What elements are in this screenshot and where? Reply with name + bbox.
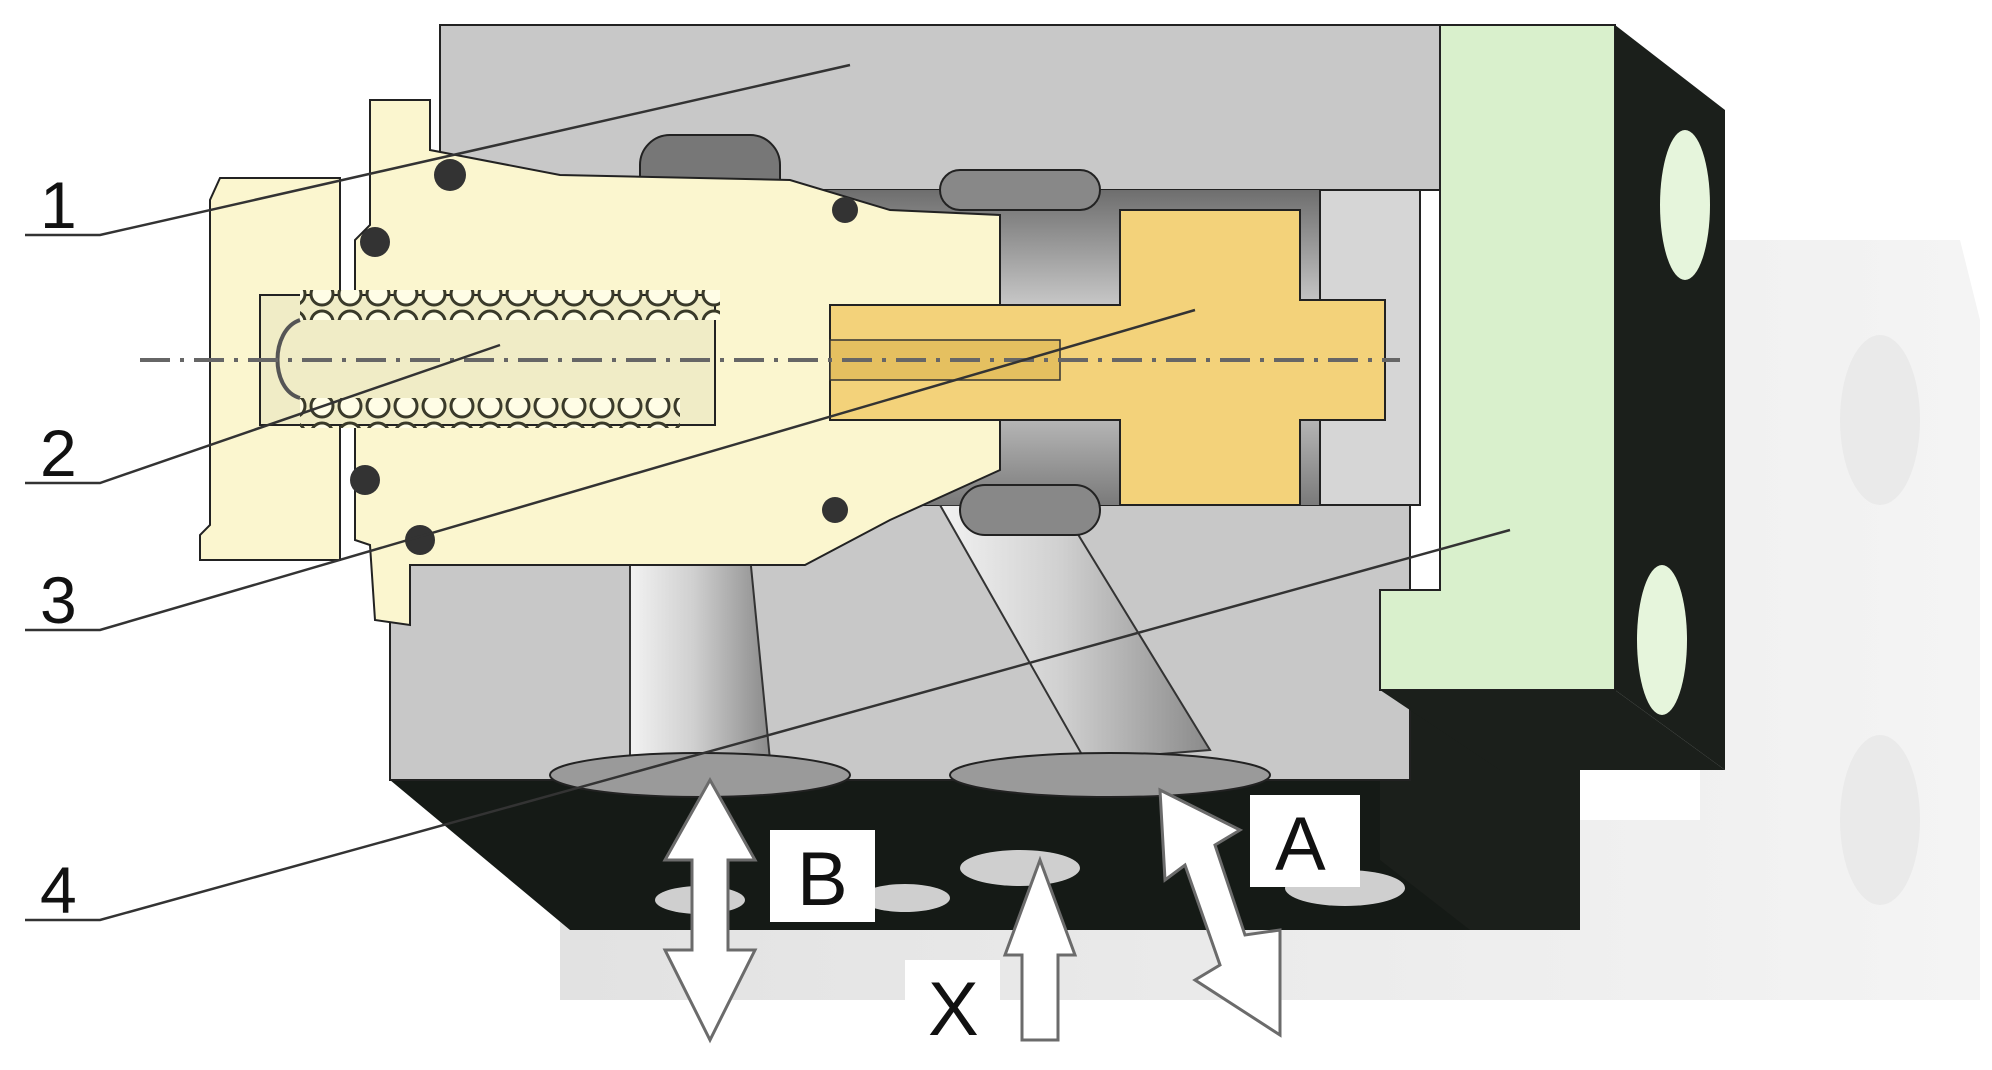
- port-channels: [549, 504, 1271, 798]
- callout-4: 4: [40, 853, 77, 927]
- leader-line-4: [25, 528, 1511, 922]
- port-label-b: B: [797, 837, 848, 922]
- port-label-a: A: [1275, 802, 1326, 887]
- callout-labels: 1 2 3 4: [40, 168, 77, 927]
- port-label-x: X: [928, 967, 979, 1052]
- valve-plug: [199, 99, 1001, 627]
- leader-line-1: [25, 63, 851, 237]
- arrow-port-x: [1002, 855, 1078, 1042]
- callout-1: 1: [40, 168, 77, 242]
- leader-lines: [25, 63, 1511, 922]
- port-labels: B X A: [770, 795, 1360, 1052]
- arrow-port-b: [662, 776, 758, 1044]
- leader-line-3: [25, 308, 1196, 632]
- valve-end-cap: [1379, 24, 1725, 770]
- leader-line-2: [25, 343, 501, 485]
- flow-arrows: [662, 776, 1282, 1044]
- callout-2: 2: [40, 416, 77, 490]
- callout-3: 3: [40, 563, 77, 637]
- arrow-port-a: [1158, 787, 1282, 1038]
